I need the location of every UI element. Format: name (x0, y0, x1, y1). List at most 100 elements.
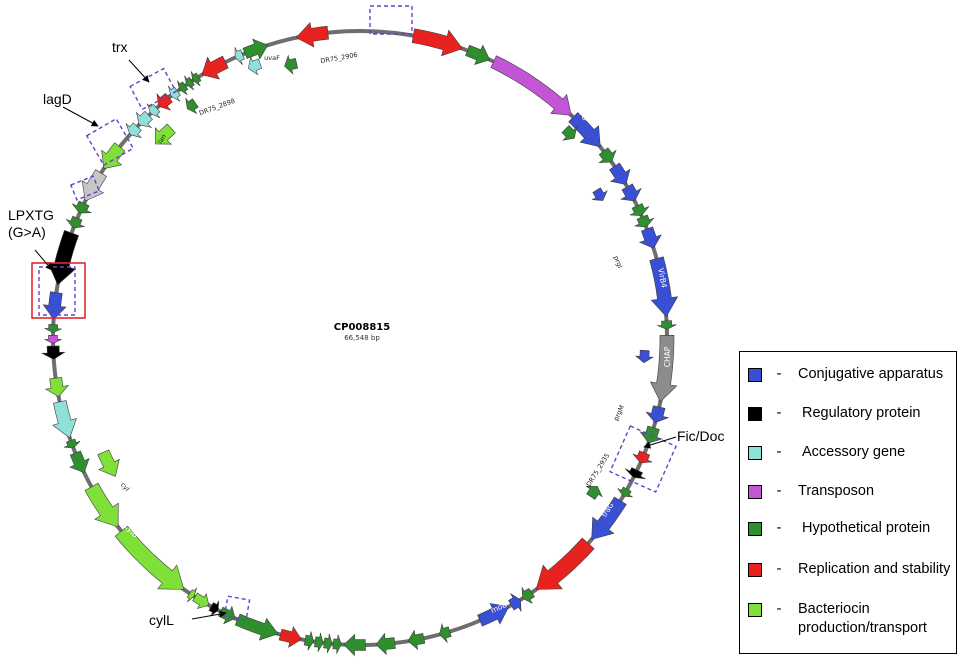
transposon-gene-arrow (44, 334, 62, 344)
hypothetical-gene-arrow (44, 324, 62, 333)
hypothetical-gene-arrow (634, 214, 655, 228)
hypothetical-gene-arrow (190, 71, 202, 87)
hypothetical-gene-arrow (242, 38, 269, 60)
tn3-transposon-arrow (490, 55, 572, 116)
hypothetical-gene-arrow (65, 215, 86, 229)
hypothetical-gene-arrow (465, 44, 491, 65)
structural-gene-arrow (81, 169, 108, 202)
hypothetical-gene-arrow (69, 450, 90, 473)
conjugative-gene-arrow (508, 593, 522, 612)
cylb-gene-arrow (84, 482, 119, 528)
hypothetical-gene-arrow (217, 605, 236, 625)
legend-label: Replication and stability (798, 561, 951, 577)
dr75-2898-gene-arrow (185, 97, 199, 114)
cyll-highlight-box (223, 595, 251, 621)
hypothetical-gene-arrow (323, 633, 333, 653)
gene-label: tn3 (508, 49, 524, 64)
chap-gene-arrow (649, 334, 678, 403)
hypothetical-gene-arrow (617, 486, 633, 498)
bacteriocin-gene-arrow (44, 376, 69, 397)
hypothetical-gene-arrow (375, 632, 396, 656)
map-name: CP008815 (334, 322, 390, 333)
conjugative-gene-arrow (609, 162, 631, 185)
trx-callout-arrow (128, 59, 150, 83)
regulatory-gene-arrow (47, 230, 79, 286)
trx-gene-arrow (125, 122, 142, 138)
legend-swatch (748, 368, 762, 382)
hypothetical-gene-arrow (72, 200, 92, 214)
cyll-gene-arrow (192, 592, 210, 610)
prgi-gene-arrow (591, 187, 608, 201)
trag-gene-arrow (591, 496, 627, 540)
gene-label: cyl (119, 481, 131, 493)
legend-label: Accessory gene (802, 444, 906, 460)
legend-item-hypothetical: - Hypothetical protein (748, 519, 962, 538)
replication-gene-arrow (295, 21, 329, 48)
legend-item-conjugative: - Conjugative apparatus (748, 365, 958, 384)
fic-doc-callout-arrow (643, 436, 677, 449)
hypothetical-gene-arrow (303, 631, 314, 651)
legend-item-regulatory: - Regulatory protein (748, 404, 962, 423)
legend-label: Conjugative apparatus (798, 366, 944, 382)
accessory-gene-arrow (234, 47, 245, 65)
legend-swatch (748, 563, 762, 577)
replication-gene-arrow (278, 626, 302, 648)
hypothetical-gene-arrow (343, 633, 366, 657)
map-size: 66,548 bp (344, 334, 380, 342)
regulatory-gene-arrow (208, 600, 219, 617)
lagd-callout: lagD (43, 91, 72, 107)
legend-label: Regulatory protein (802, 405, 921, 421)
hypothetical-gene-arrow (314, 632, 324, 652)
accessory-gene-arrow (146, 103, 161, 119)
hypothetical-gene-arrow (629, 203, 650, 216)
lpxtg-gene-arrow (568, 112, 601, 148)
virb4-gene-arrow (649, 256, 679, 318)
accessory-gene-arrow (168, 85, 181, 102)
legend-swatch (748, 603, 762, 617)
hypothetical-gene-arrow (598, 147, 617, 163)
hypothetical-gene-arrow (407, 629, 426, 650)
regulatory-gene-arrow (40, 345, 66, 360)
mob-gene-arrow (477, 603, 510, 627)
legend-label: Hypothetical protein (802, 520, 931, 536)
fic-doc-callout: Fic/Doc (677, 428, 724, 444)
hypothetical-gene-arrow (177, 80, 189, 95)
lpxtg-inner-highlight-box (38, 266, 76, 316)
hypothetical-highlight-box (69, 175, 101, 201)
dr75-2935-gene-arrow (585, 485, 603, 500)
gene-label: VirB4 (656, 267, 668, 289)
gene-label: DR75_2935 (585, 452, 612, 488)
gene-label: Rep (382, 16, 396, 25)
prgm-gene-arrow (635, 349, 654, 364)
replication-gene-arrow (535, 537, 595, 590)
gene-label: DR75_2906 (320, 51, 358, 65)
legend-swatch (748, 446, 762, 460)
fic-doc-highlight-box (609, 425, 677, 493)
gene-label: DR75_2898 (198, 97, 236, 117)
accessory-gene-arrow (52, 400, 77, 439)
legend-label: Bacteriocin production/transport (798, 601, 927, 636)
hypothetical-gene-arrow (184, 75, 195, 91)
hypothetical-gene-arrow (561, 125, 578, 141)
lpxtg-highlight-box (31, 262, 86, 319)
rep-gene-arrow (411, 28, 463, 57)
lpxtg-ga-callout: LPXTG(G>A) (8, 207, 54, 240)
lagd-highlight-box (85, 117, 135, 167)
poly-gene-arrow (201, 55, 229, 80)
cyll-callout: cylL (149, 612, 174, 628)
legend-label: Transposon (798, 483, 875, 499)
dr75-2906-gene-arrow (284, 54, 299, 75)
legend-swatch (748, 485, 762, 499)
lan-gene-arrow (154, 123, 176, 145)
gene-label: prgM (612, 404, 626, 422)
fic-doc-gene-arrow (632, 450, 653, 464)
regulatory-gene-arrow (624, 467, 646, 480)
trx-highlight-box (129, 67, 177, 111)
gene-label: uvaF (264, 54, 280, 62)
rep-highlight-box (369, 5, 413, 35)
gene-label: lanM (186, 570, 206, 587)
lpxtg-ga-callout-arrow (34, 249, 53, 271)
trx-callout: trx (112, 39, 128, 55)
conjugative-gene-arrow (645, 405, 670, 423)
